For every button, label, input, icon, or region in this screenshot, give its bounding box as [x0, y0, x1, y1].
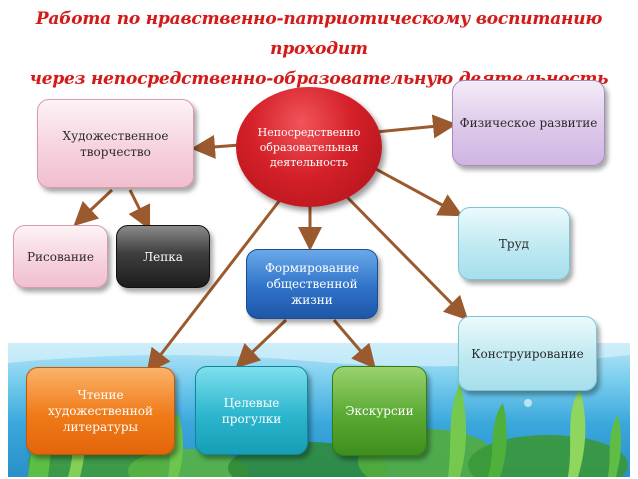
construction-node: Конструирование	[458, 316, 597, 391]
walks-node-label: Целевые прогулки	[221, 395, 282, 426]
title-line-1: Работа по нравственно-патриотическому во…	[35, 9, 603, 59]
modeling-node: Лепка	[116, 225, 210, 288]
labor-node: Труд	[458, 207, 570, 280]
reading-node: Чтение художественной литературы	[26, 367, 175, 455]
excursions-node-label: Экскурсии	[345, 404, 414, 418]
drawing-node: Рисование	[13, 225, 108, 288]
physical-node: Физическое развитие	[452, 80, 605, 166]
center-node-label: Непосредственно образовательная деятельн…	[257, 125, 361, 169]
construction-node-label: Конструирование	[471, 346, 584, 361]
arrow-art-to-drawing	[73, 188, 114, 227]
art-node: Художественное творчество	[37, 99, 194, 188]
reading-node-label: Чтение художественной литературы	[47, 388, 154, 434]
arrow-art-to-modeling	[128, 189, 151, 231]
drawing-node-label: Рисование	[26, 249, 95, 264]
modeling-node-label: Лепка	[143, 249, 183, 264]
social-node-label: Формирование общественной жизни	[264, 261, 360, 307]
center-node: Непосредственно образовательная деятельн…	[236, 87, 382, 207]
art-node-label: Художественное творчество	[62, 128, 169, 159]
excursions-node: Экскурсии	[332, 366, 427, 456]
labor-node-label: Труд	[498, 236, 530, 251]
arrow-center-to-art	[191, 134, 241, 159]
social-node: Формирование общественной жизни	[246, 249, 378, 319]
arrow-center-to-labor	[373, 166, 463, 217]
arrow-center-to-physical	[375, 114, 457, 139]
walks-node: Целевые прогулки	[195, 366, 308, 455]
physical-node-label: Физическое развитие	[459, 116, 598, 130]
